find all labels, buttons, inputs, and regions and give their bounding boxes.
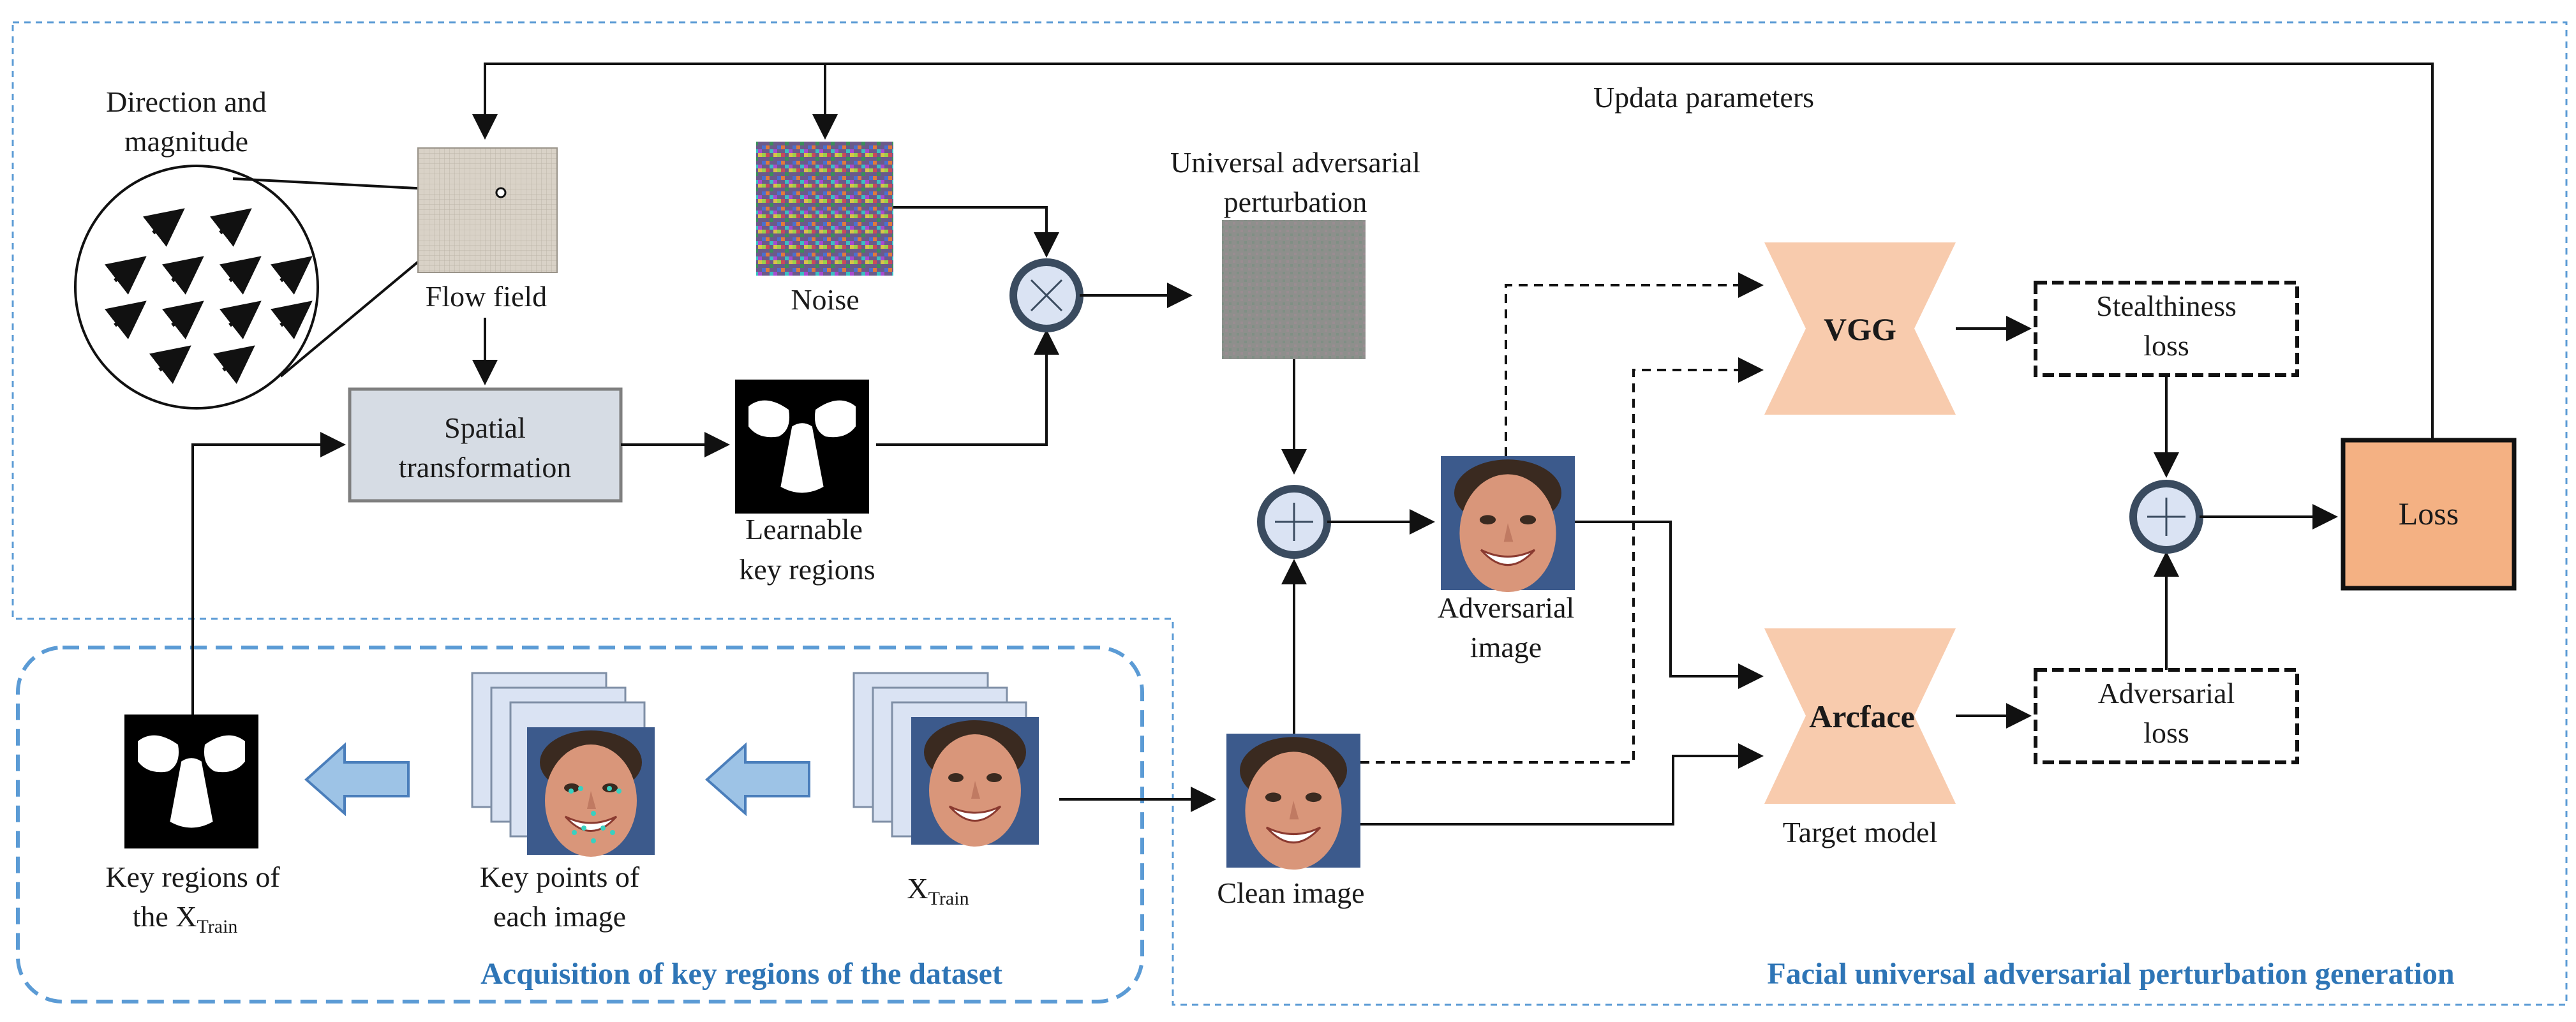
noise-to-multiply-arrow: [893, 206, 1059, 258]
magnitude-label: magnitude: [124, 125, 248, 158]
acquisition-region-title: Acquisition of key regions of the datase…: [480, 957, 1002, 991]
uap-label-line2: perturbation: [1224, 186, 1367, 218]
left-block-arrow-icon: [704, 742, 810, 817]
generation-region-border: [11, 21, 2568, 1006]
key-regions-label-line2: the XTrain: [133, 900, 238, 937]
spatial-label-line1: Spatial: [444, 411, 526, 444]
arcface-model-shape: [1764, 628, 1956, 804]
adversarial-loss-box: [2034, 668, 2299, 764]
vgg-label: VGG: [1824, 311, 1896, 347]
adversarial-image: [1440, 455, 1576, 593]
adversarial-loss-label-line1: Adversarial: [2098, 677, 2235, 709]
left-block-arrow-icon-2: [304, 742, 410, 817]
loss-box: [2341, 438, 2517, 591]
generation-region-title: Facial universal adversarial perturbatio…: [1767, 957, 2454, 991]
key-points-label-line2: each image: [493, 900, 626, 933]
learnable-label-line1: Learnable: [745, 513, 863, 545]
clean-image-label: Clean image: [1217, 877, 1364, 909]
multiply-operator-icon: [1009, 258, 1083, 332]
uap-label-line1: Universal adversarial: [1170, 146, 1420, 179]
loss-add-operator-icon: [2129, 480, 2203, 554]
learnable-key-regions-image: [735, 380, 869, 514]
x-train-image-stack: [852, 672, 1040, 848]
adversarial-image-label-line2: image: [1470, 631, 1542, 663]
direction-arrows-icon: [104, 208, 313, 384]
arcface-label: Arcface: [1809, 699, 1915, 734]
key-regions-to-spatial-arrow: [191, 432, 346, 715]
adversarial-loss-label-line2: loss: [2143, 716, 2189, 749]
key-regions-label-line1: Key regions of: [105, 861, 280, 893]
target-model-label: Target model: [1783, 816, 1937, 848]
loss-label: Loss: [2399, 496, 2459, 531]
spatial-transformation-box: [348, 387, 623, 503]
adversarial-image-label-line1: Adversarial: [1438, 591, 1575, 624]
stealthiness-label-line2: loss: [2143, 329, 2189, 362]
adversarial-to-arcface-arrow: [1575, 521, 1764, 689]
update-parameters-label: Updata parameters: [1593, 81, 1814, 114]
flow-field-label: Flow field: [426, 280, 547, 313]
key-points-image-stack: [471, 672, 656, 858]
update-feedback-line: [472, 63, 2434, 440]
uap-image: [1222, 220, 1366, 359]
clean-to-arcface-arrow: [1360, 743, 1764, 826]
flow-field-image: [417, 147, 558, 273]
learnable-label-line2: key regions: [739, 553, 875, 586]
clean-image: [1225, 732, 1362, 871]
direction-label: Direction and: [106, 85, 267, 118]
direction-magnitude-circle: [74, 165, 319, 410]
adversarial-to-vgg-dashed-arrow: [1505, 272, 1764, 456]
stealthiness-label-line1: Stealthiness: [2096, 290, 2237, 322]
vgg-model-shape: [1764, 242, 1956, 415]
add-operator-icon: [1257, 485, 1331, 559]
key-regions-image: [124, 715, 258, 848]
key-points-label-line1: Key points of: [480, 861, 640, 893]
acquisition-region-border: [16, 646, 1144, 1003]
x-train-label: XTrain: [907, 872, 969, 909]
noise-image: [756, 142, 893, 276]
flow-field-point: [495, 187, 507, 198]
learnable-to-multiply-arrow: [876, 329, 1059, 446]
spatial-label-line2: transformation: [399, 451, 572, 484]
noise-label: Noise: [791, 283, 859, 316]
